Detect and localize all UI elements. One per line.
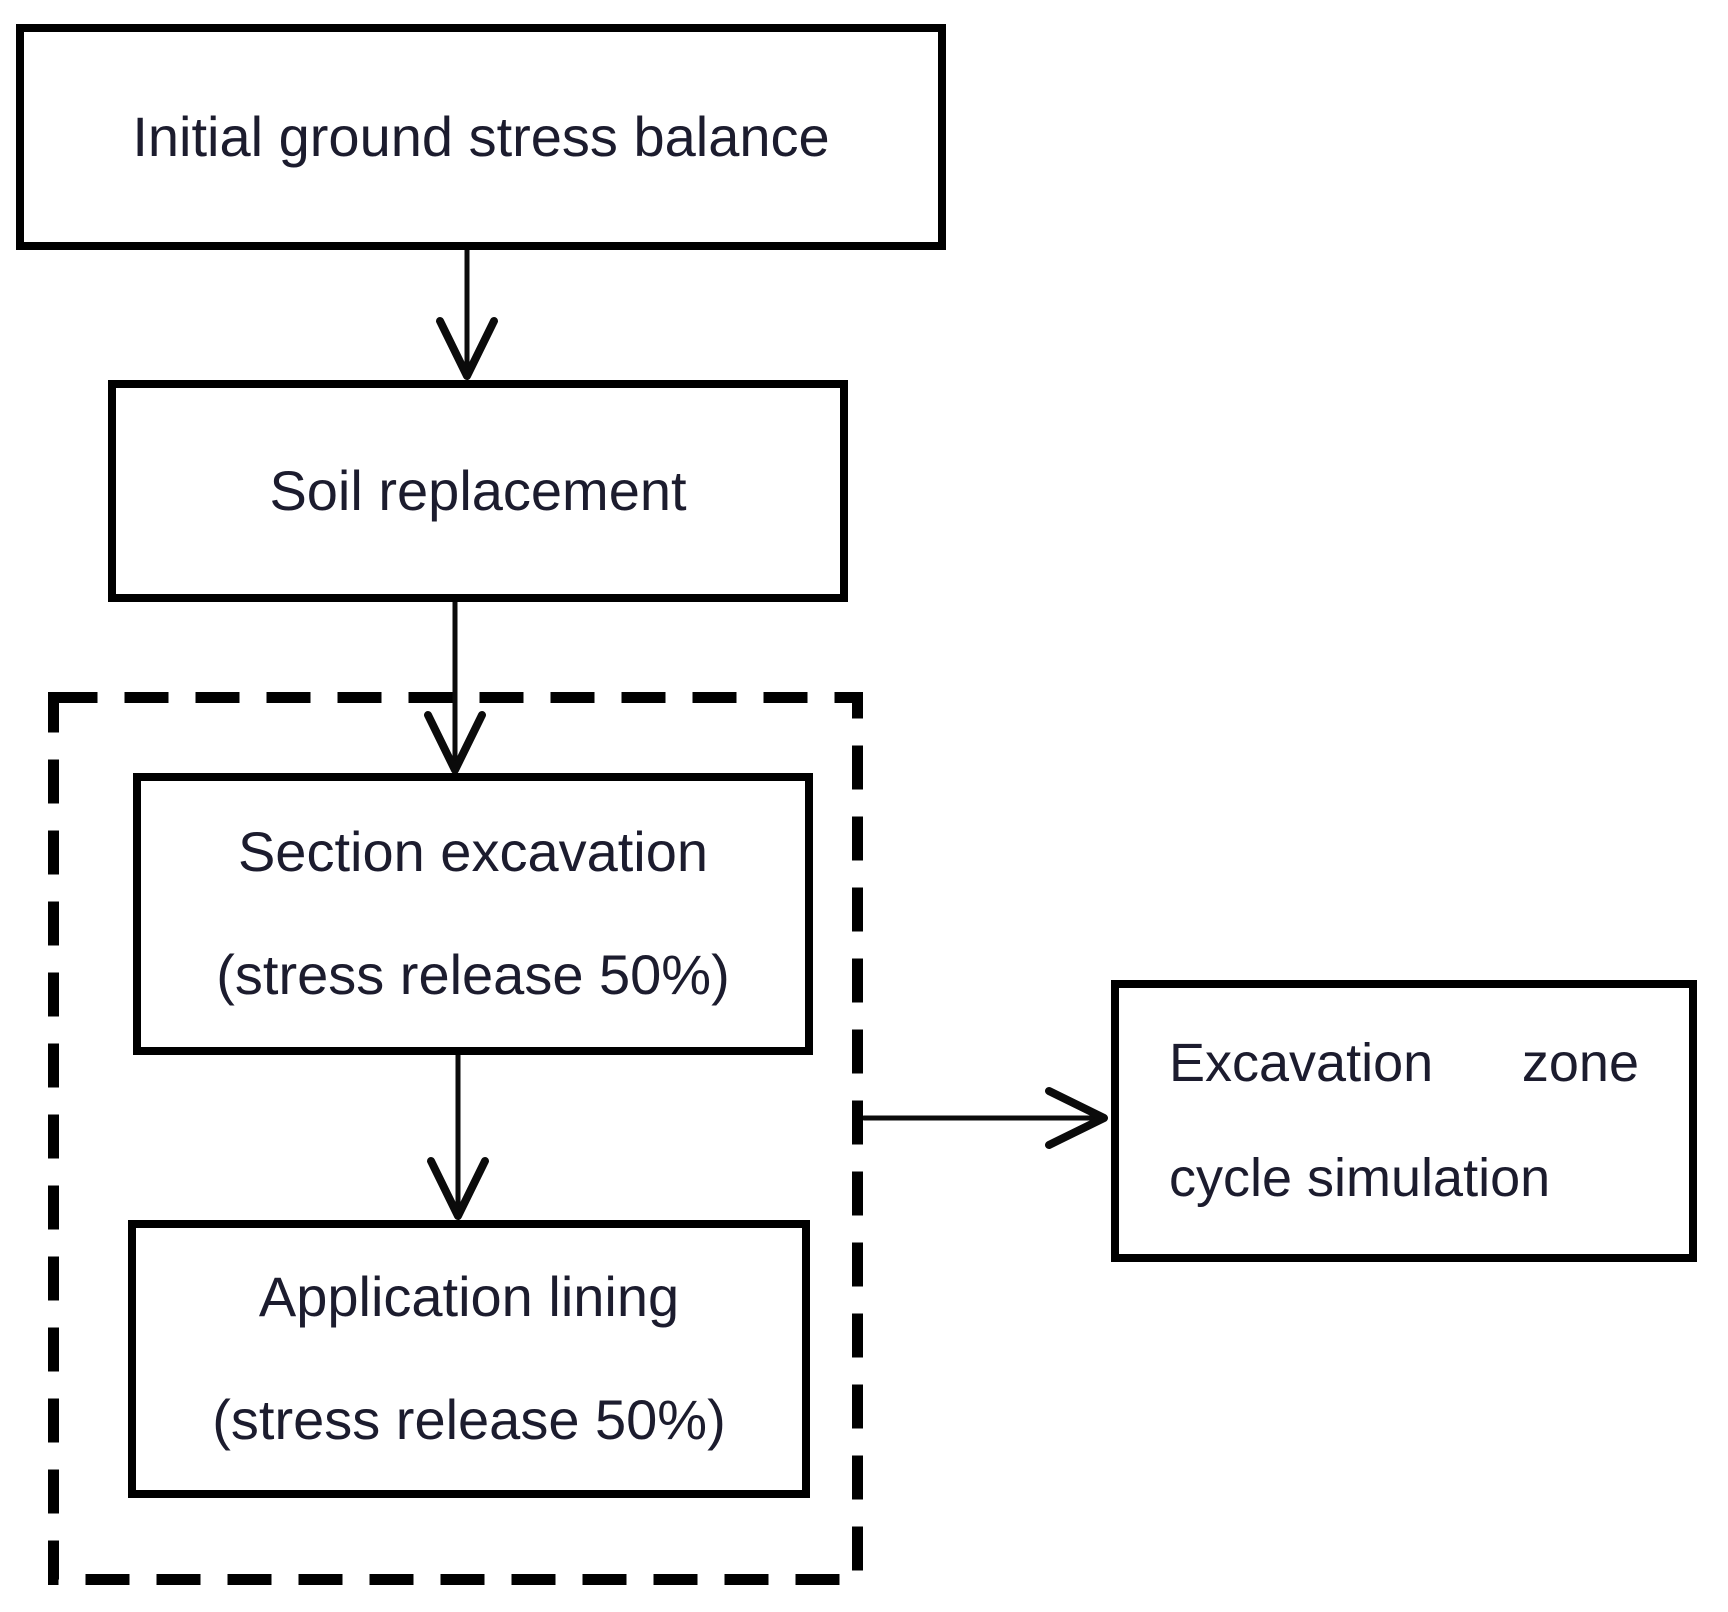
node-soil-replacement: Soil replacement [108, 380, 848, 602]
arrow-initial-to-soil [436, 245, 498, 380]
arrow-section-to-lining [427, 1050, 489, 1220]
dashed-border [48, 692, 863, 1585]
node-label-line-2: (stress release 50%) [212, 1388, 726, 1451]
node-label-line-2: cycle simulation [1169, 1148, 1551, 1208]
arrow-soil-to-section [424, 597, 486, 774]
node-application-lining: Application lining (stress release 50%) [128, 1220, 810, 1498]
excavation-cycle-group: Section excavation (stress release 50%) … [48, 692, 863, 1585]
node-initial-ground-stress-balance: Initial ground stress balance [16, 24, 946, 250]
node-section-excavation: Section excavation (stress release 50%) [133, 773, 813, 1055]
node-label: Soil replacement [269, 458, 687, 522]
arrow-group-to-cycle [861, 1087, 1108, 1149]
node-label-line-1: Excavation zone [1169, 1033, 1639, 1094]
node-label-line-2: (stress release 50%) [216, 943, 730, 1006]
node-excavation-zone-cycle-simulation: Excavation zone cycle simulation [1111, 980, 1697, 1262]
node-label: Initial ground stress balance [132, 104, 830, 168]
node-label-line-1: Section excavation [237, 820, 709, 884]
node-label-line-1: Application lining [258, 1265, 680, 1329]
